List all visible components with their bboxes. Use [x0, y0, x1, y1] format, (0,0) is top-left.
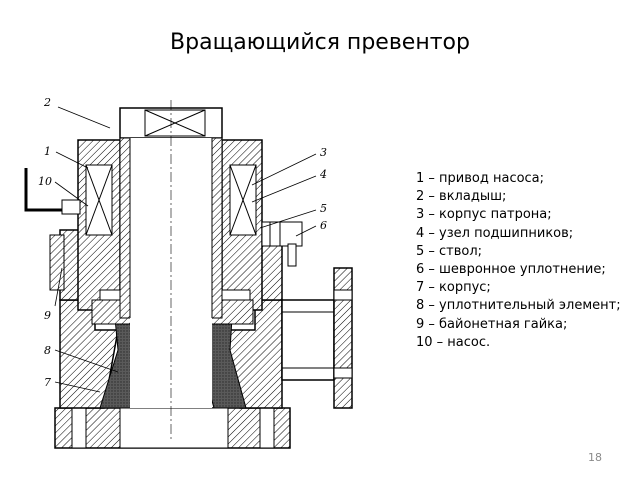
legend-item-5: 5 – ствол; — [416, 243, 483, 259]
callout-5: 5 — [320, 202, 327, 215]
parts-legend: 1 – привод насоса; 2 – вкладыш; 3 – корп… — [416, 170, 626, 352]
callout-6: 6 — [320, 219, 327, 232]
legend-item-3: 3 – корпус патрона; — [416, 207, 552, 223]
legend-item-4: 4 – узел подшипников; — [416, 225, 574, 241]
legend-item-1: 1 – привод насоса; — [416, 171, 545, 186]
legend-item-2: 2 – вкладыш; — [416, 189, 507, 205]
callout-4: 4 — [319, 168, 327, 181]
legend-item-9: 9 – байонетная гайка; — [416, 316, 568, 332]
chevron-seal-fitting — [261, 221, 303, 267]
bottom-flange — [54, 407, 291, 449]
legend-item-10: 10 – насос. — [416, 334, 491, 350]
callout-10: 10 — [38, 175, 52, 188]
callout-labels: 2 1 10 3 4 5 6 9 8 7 — [38, 96, 327, 389]
slide-title: Вращающийся превентор — [170, 30, 470, 55]
callout-9: 9 — [44, 309, 51, 322]
callout-1: 1 — [44, 145, 51, 158]
legend-item-8: 8 – уплотнительный элемент; — [416, 298, 621, 314]
side-outlet-flange — [281, 267, 353, 409]
bearing-assembly — [85, 164, 257, 236]
central-barrel — [119, 100, 223, 440]
drive-handle — [24, 168, 81, 215]
callout-2: 2 — [43, 96, 51, 109]
callout-3: 3 — [320, 146, 327, 159]
legend-item-7: 7 – корпус; — [416, 280, 491, 296]
callout-7: 7 — [44, 376, 51, 389]
legend-item-6: 6 – шевронное уплотнение; — [416, 262, 606, 278]
callout-8: 8 — [44, 344, 51, 357]
callout-leaders — [54, 106, 317, 393]
page-number: 18 — [588, 451, 602, 464]
